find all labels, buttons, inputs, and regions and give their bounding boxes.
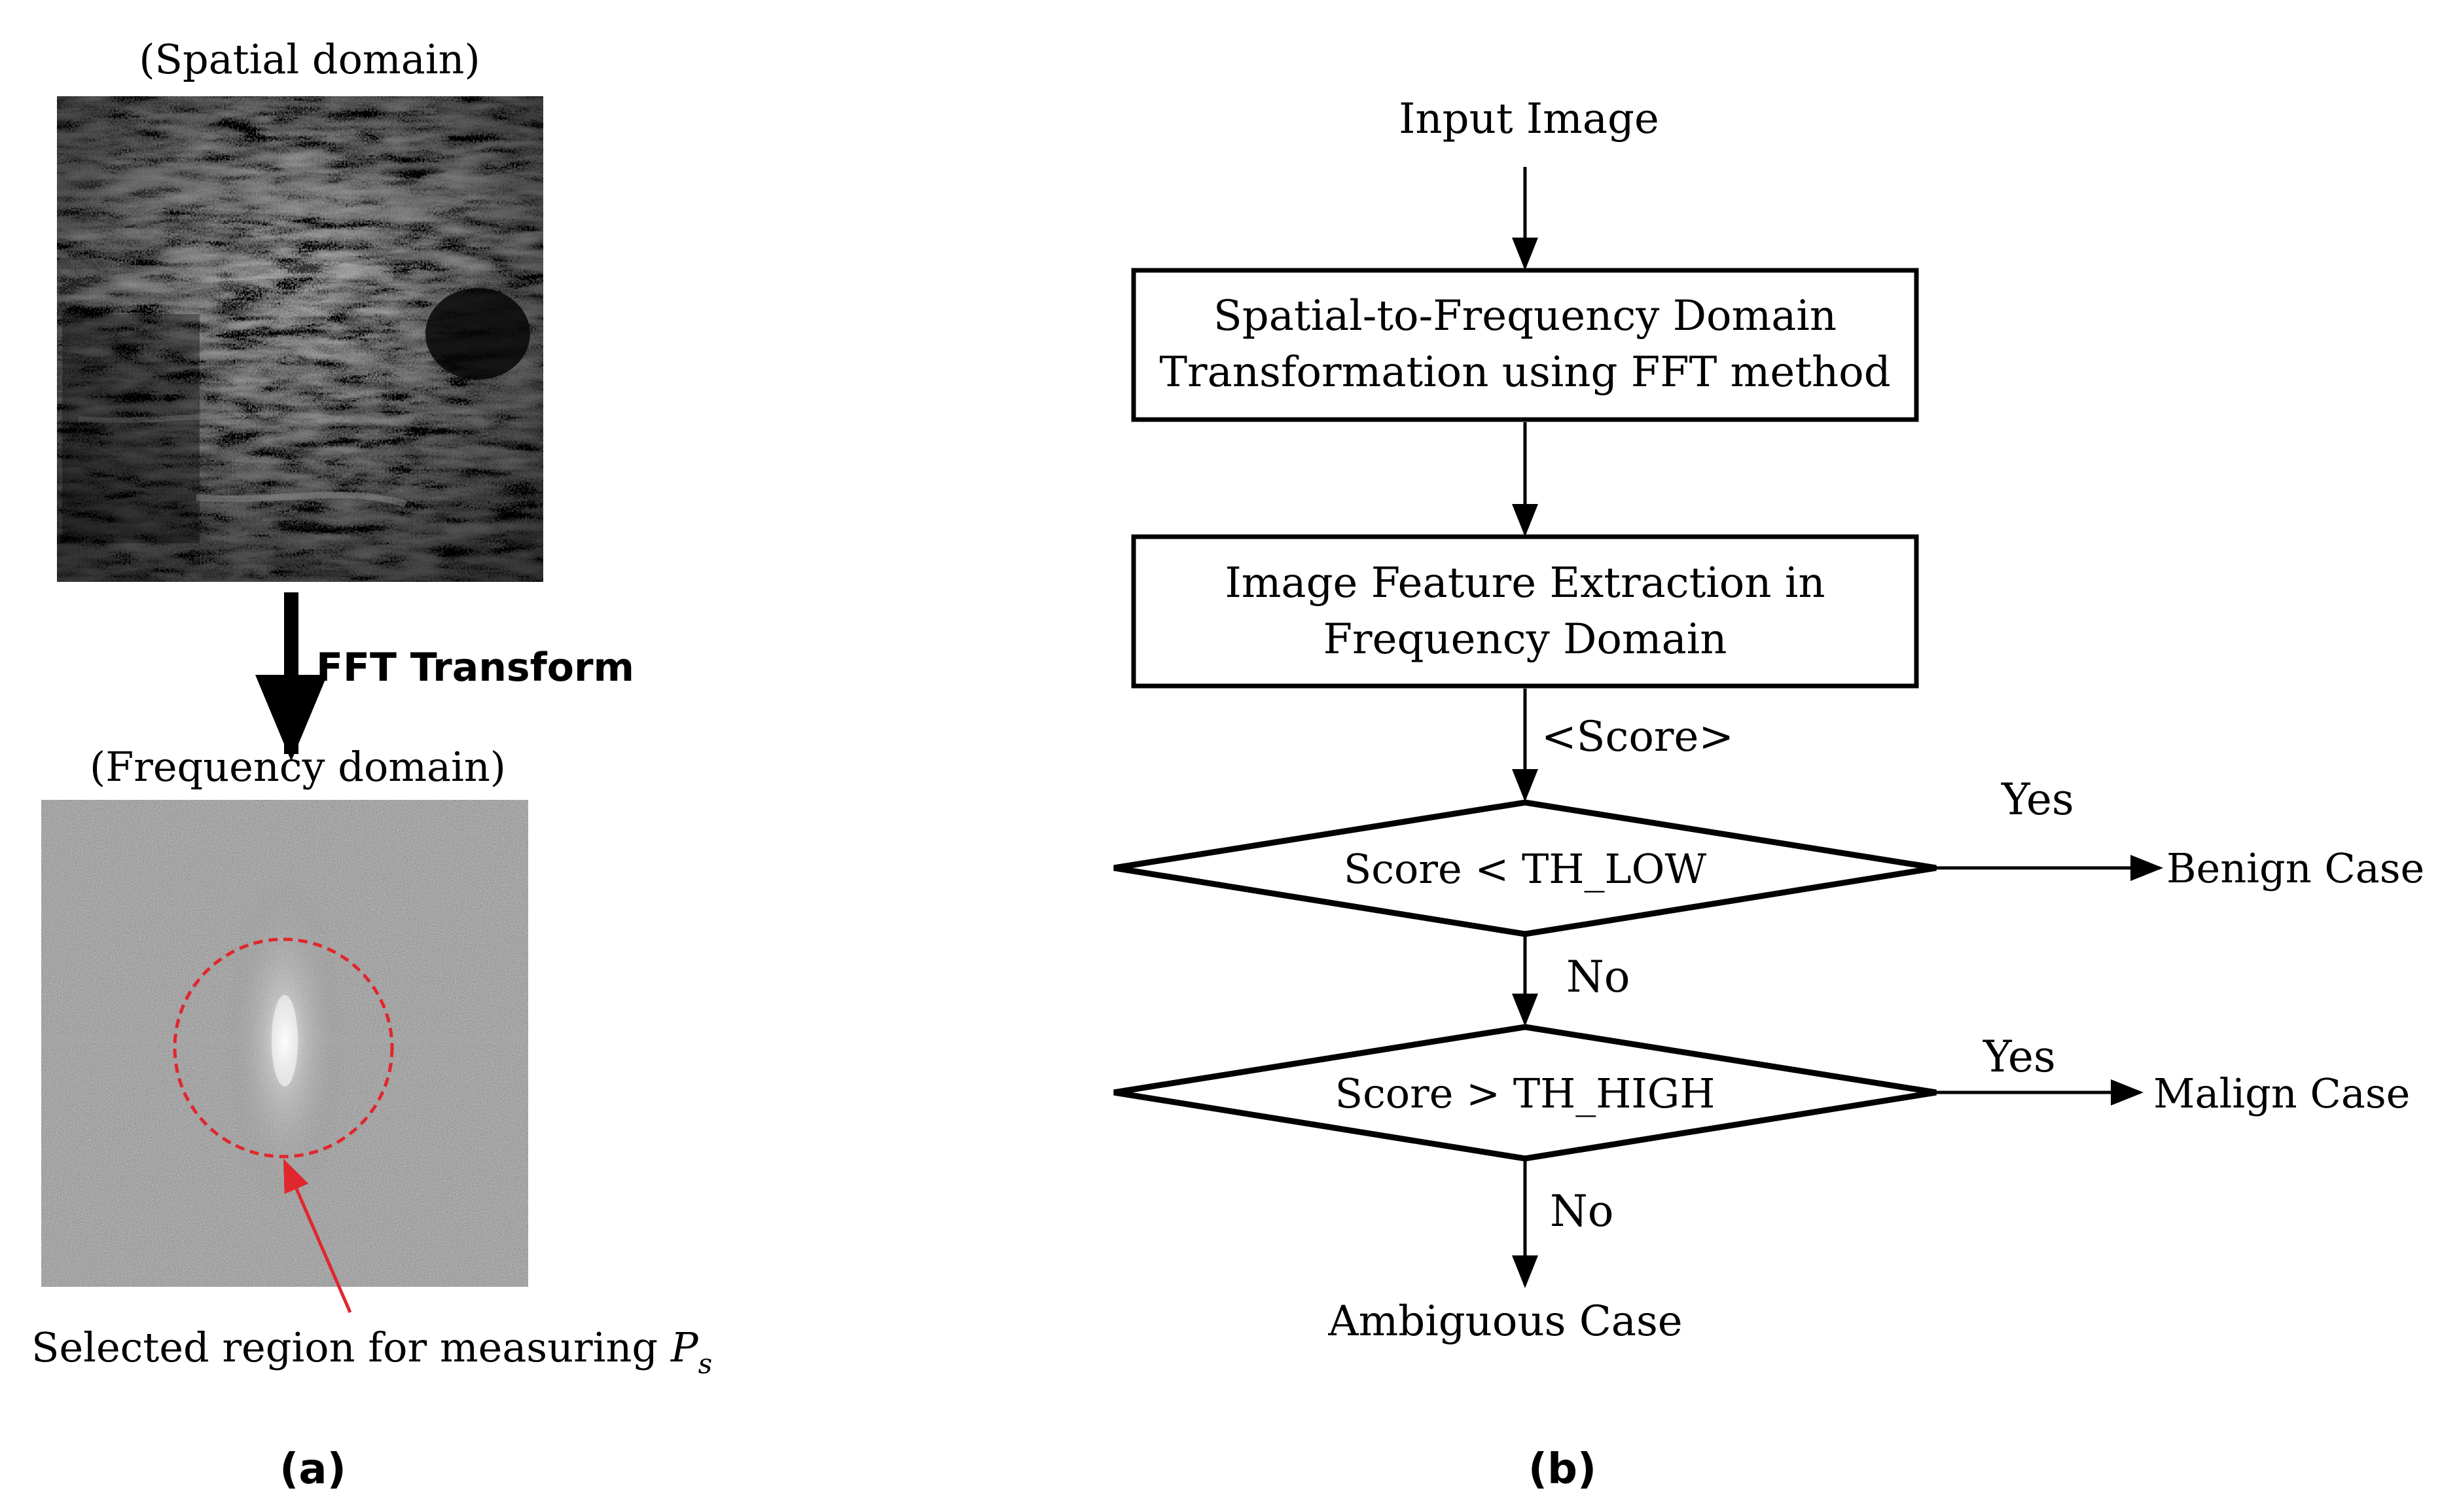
fft-transform-label: FFT Transform [316, 645, 634, 691]
fft-spectrum-image [41, 800, 528, 1287]
decision-high-label: Score > TH_HIGH [1335, 1070, 1715, 1117]
score-label: <Score> [1541, 713, 1734, 761]
frequency-domain-caption: (Frequency domain) [90, 743, 506, 791]
fft-transformation-box [1131, 268, 1919, 422]
decision-low-yes: Yes [2001, 774, 2074, 825]
decision-low-no: No [1566, 952, 1630, 1002]
selected-region-label: Selected region for measuring Ps [31, 1323, 712, 1380]
panel-a-label: (a) [279, 1445, 346, 1494]
fft-transformation-line2: Transformation using FFT method [1159, 348, 1890, 397]
decision-high-yes: Yes [1983, 1032, 2056, 1082]
fft-transformation-line1: Spatial-to-Frequency Domain [1213, 292, 1837, 340]
ambiguous-case-label: Ambiguous Case [1327, 1297, 1682, 1346]
panel-b-label: (b) [1528, 1445, 1596, 1494]
decision-high-diamond [1113, 1024, 1937, 1162]
decision-high-no: No [1550, 1186, 1614, 1236]
decision-low-label: Score < TH_LOW [1344, 845, 1707, 893]
feature-extraction-line2: Frequency Domain [1323, 615, 1727, 664]
benign-case-label: Benign Case [2166, 844, 2424, 892]
malign-case-label: Malign Case [2153, 1070, 2410, 1117]
decision-low-diamond [1113, 799, 1937, 937]
feature-extraction-box [1131, 534, 1919, 689]
selected-region-circle [173, 937, 394, 1159]
region-pointer-arrow [283, 1159, 352, 1313]
input-image-label: Input Image [1399, 95, 1659, 143]
spatial-domain-caption: (Spatial domain) [139, 35, 480, 83]
feature-extraction-line1: Image Feature Extraction in [1225, 559, 1825, 607]
ultrasound-image [57, 96, 543, 582]
